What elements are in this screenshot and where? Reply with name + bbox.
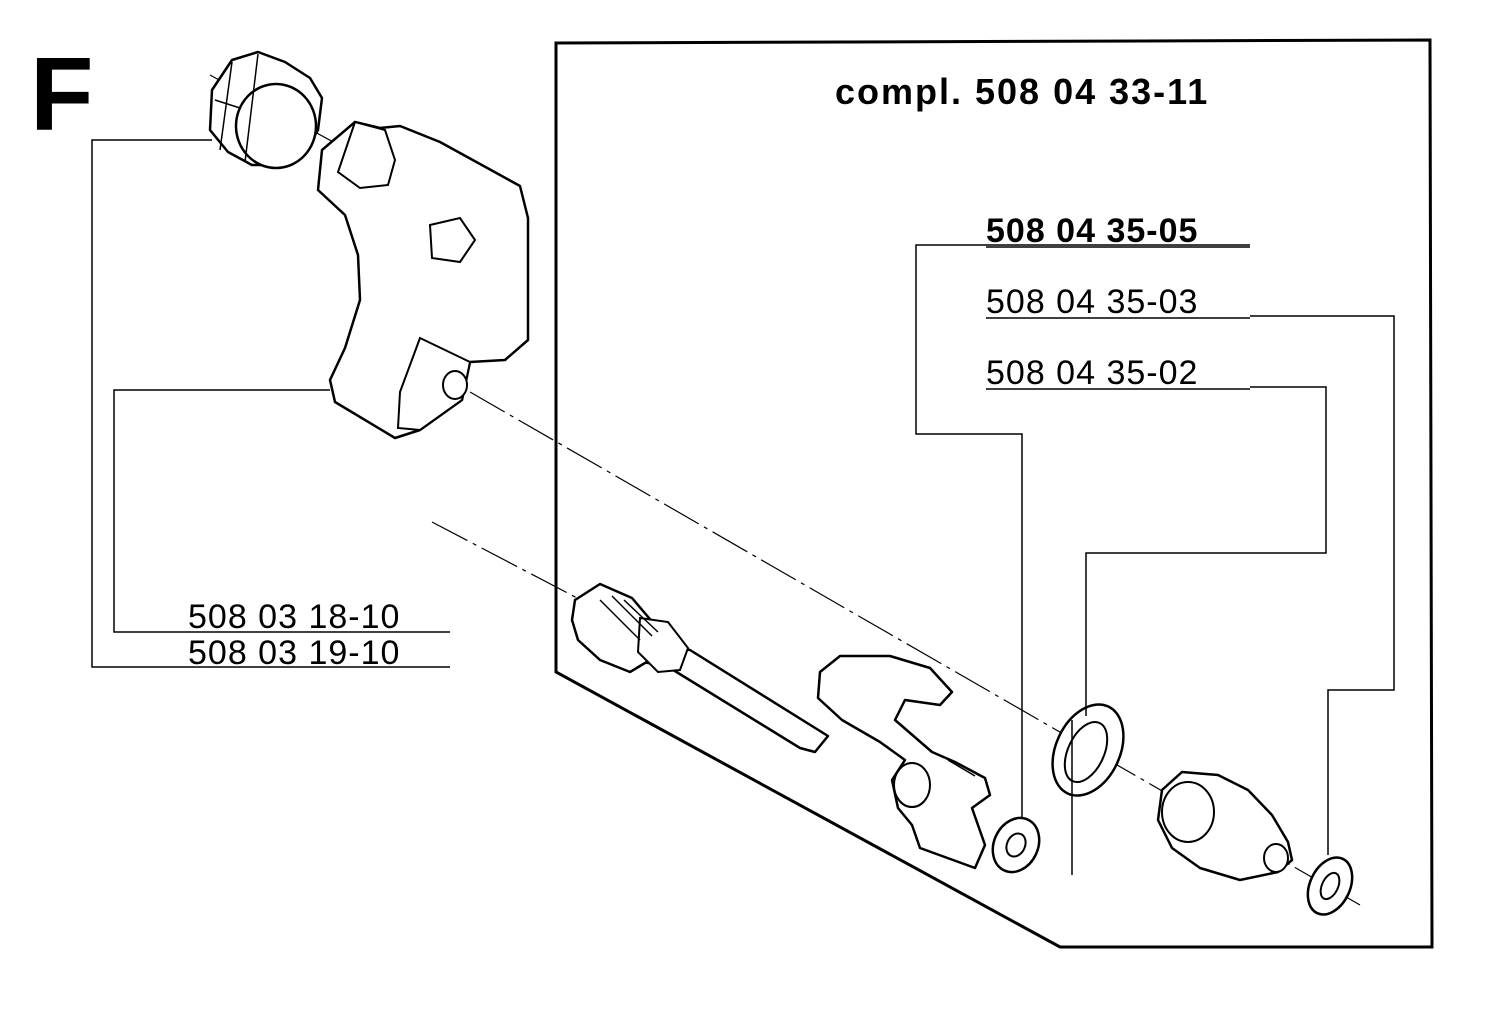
assembly-label: compl. 508 04 33-11 bbox=[835, 71, 1209, 112]
washer-small bbox=[991, 816, 1041, 874]
gear-shaft bbox=[570, 582, 830, 754]
leader-part-d bbox=[113, 389, 450, 633]
leader-part-c bbox=[1085, 386, 1327, 716]
washer-right bbox=[1306, 856, 1354, 916]
part-number-d: 508 03 18-10 bbox=[188, 598, 400, 636]
pump-plunger bbox=[1156, 770, 1294, 882]
assembly-frame bbox=[554, 38, 1434, 949]
axis-line-upper bbox=[209, 74, 441, 201]
o-ring bbox=[1051, 703, 1125, 797]
adjusting-knob bbox=[208, 50, 324, 170]
section-letter: F bbox=[30, 37, 94, 153]
leader-part-a bbox=[915, 244, 1250, 818]
part-number-a: 508 04 35-05 bbox=[986, 212, 1198, 250]
axis-line-lower bbox=[431, 521, 601, 611]
leader-part-b bbox=[1250, 315, 1395, 855]
leader-part-e bbox=[91, 139, 450, 668]
part-number-c: 508 04 35-02 bbox=[986, 354, 1198, 392]
pump-body bbox=[816, 654, 992, 870]
bracket-housing bbox=[316, 120, 530, 440]
part-number-b: 508 04 35-03 bbox=[986, 283, 1198, 321]
part-number-e: 508 03 19-10 bbox=[188, 634, 400, 672]
